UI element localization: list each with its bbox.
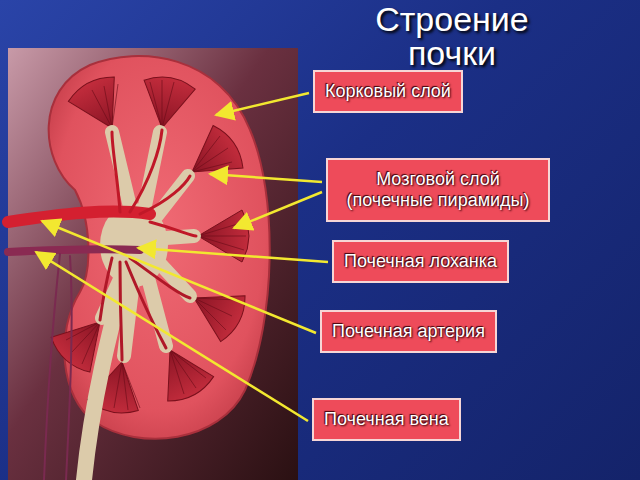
renal-pyramids	[136, 73, 196, 132]
blood-vessels	[8, 130, 196, 480]
label-text: Почечная артерия	[332, 321, 485, 342]
label-text: Корковый слой	[325, 81, 451, 102]
renal-pyramids	[65, 71, 135, 140]
blood-vessels	[44, 254, 72, 480]
leader-arrows	[36, 93, 328, 421]
pyramid-striations	[92, 84, 118, 128]
pyramid-striations	[66, 80, 246, 410]
label-text: Мозговой слой (почечные пирамиды)	[338, 169, 538, 211]
leader-arrows	[42, 221, 316, 333]
pyramid-striations	[114, 362, 140, 410]
pyramid-striations	[194, 298, 238, 330]
label-box: Корковый слой	[313, 70, 463, 113]
leader-arrows	[210, 174, 322, 182]
label-box: Мозговой слой (почечные пирамиды)	[326, 158, 550, 222]
leader-arrows	[138, 248, 328, 262]
blood-vessels	[100, 258, 190, 360]
label-box: Почечная вена	[312, 398, 461, 441]
label-box: Почечная артерия	[320, 310, 497, 353]
renal-pelvis	[84, 132, 194, 480]
leader-arrows	[216, 93, 309, 115]
label-text: Почечная лоханка	[344, 251, 497, 272]
slide-title: Строение почки	[352, 2, 552, 70]
leader-arrows	[36, 252, 308, 421]
blood-vessels	[8, 249, 140, 252]
leader-arrows	[234, 192, 322, 228]
pyramid-striations	[192, 136, 232, 172]
pyramid-striations	[170, 350, 206, 394]
renal-pyramids	[182, 275, 251, 345]
label-text: Почечная вена	[324, 409, 449, 430]
blood-vessels	[8, 212, 150, 222]
image-panel	[8, 48, 298, 480]
renal-pyramids	[147, 338, 217, 407]
label-box: Почечная лоханка	[332, 240, 509, 283]
pyramid-striations	[150, 80, 174, 128]
blood-vessels	[112, 130, 196, 236]
